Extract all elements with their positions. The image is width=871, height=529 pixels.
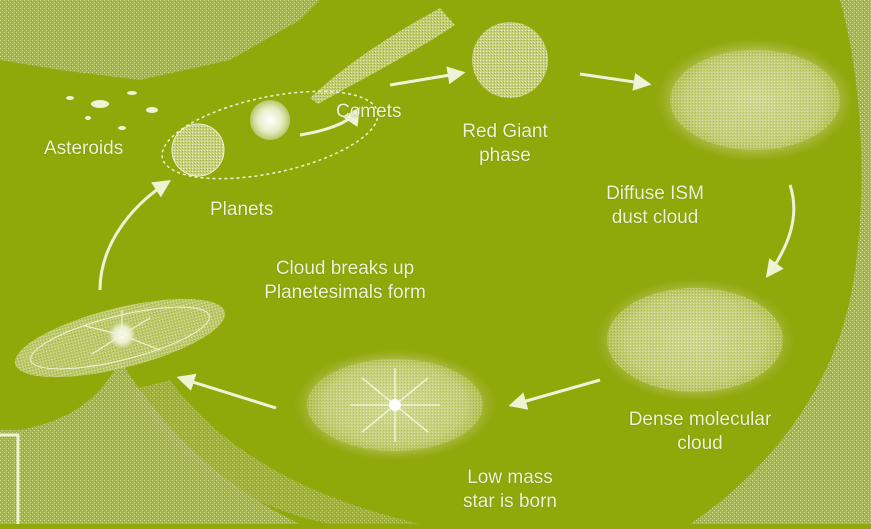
label-red-giant: Red Giant phase (445, 120, 565, 168)
label-dense-molecular: Dense molecular cloud (610, 408, 790, 456)
diffuse-cloud-texture (670, 50, 840, 150)
label-red-giant-line1: Red Giant (445, 120, 565, 144)
label-diffuse-line2: dust cloud (585, 206, 725, 230)
label-red-giant-line2: phase (445, 144, 565, 168)
label-low-mass-star: Low mass star is born (440, 466, 580, 514)
label-dense-line2: cloud (610, 432, 790, 456)
label-breakup-line2: Planetesimals form (230, 281, 460, 305)
arrow-comets-to-redgiant (390, 73, 462, 85)
label-diffuse-ism: Diffuse ISM dust cloud (585, 182, 725, 230)
texture-top-band (0, 0, 320, 80)
comet-tail (310, 8, 455, 104)
label-lowmass-line2: star is born (440, 490, 580, 514)
texture-bottom-left (0, 360, 300, 524)
label-breakup-line1: Cloud breaks up (230, 257, 460, 281)
label-planets: Planets (210, 198, 273, 222)
label-dense-line1: Dense molecular (610, 408, 790, 432)
planet (172, 124, 224, 176)
sun (250, 100, 290, 140)
label-diffuse-line1: Diffuse ISM (585, 182, 725, 206)
arrow-dense-to-star (512, 380, 600, 405)
arrow-redgiant-to-diffuse (580, 74, 648, 84)
dense-cloud-texture (607, 288, 783, 392)
newborn-star (389, 399, 401, 411)
arrow-disk-to-planets (100, 182, 168, 290)
label-comets: Comets (336, 100, 401, 124)
label-lowmass-line1: Low mass (440, 466, 580, 490)
label-cloud-breaks-up: Cloud breaks up Planetesimals form (230, 257, 460, 305)
asteroid-dots (66, 91, 158, 130)
red-giant (472, 22, 548, 98)
arrow-diffuse-to-dense (768, 185, 794, 275)
label-asteroids: Asteroids (44, 137, 123, 161)
arrow-star-to-disk (180, 378, 276, 408)
